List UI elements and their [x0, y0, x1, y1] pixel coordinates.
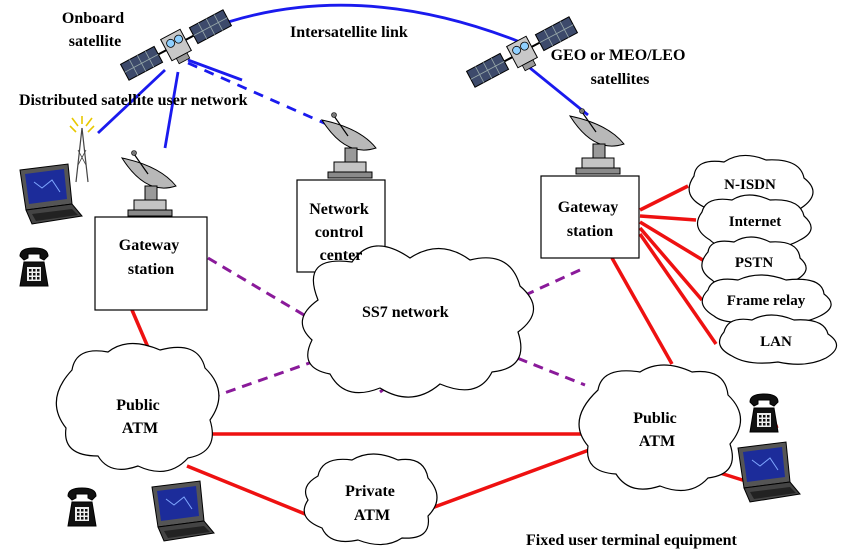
- telephone-icon-left-bottom: [67, 487, 97, 527]
- distributed-network-label: Distributed satellite user network: [19, 92, 248, 109]
- telephone-icon-left-top: [19, 247, 49, 287]
- network-control-center-label: Network control center: [309, 201, 373, 264]
- ncc-dish-icon: [321, 111, 377, 179]
- right-gateway-dish-icon: [569, 107, 625, 175]
- gateway-station-left-label: Gateway station: [119, 237, 183, 278]
- geo-meo-leo-label: GEO or MEO/LEO satellites: [551, 47, 690, 88]
- onboard-link-1: [97, 68, 166, 135]
- geo-satellite-downlink: [529, 66, 589, 117]
- left-gateway-box: [94, 216, 208, 311]
- onboard-to-ncc-link: [187, 61, 341, 132]
- intersatellite-link: [204, 3, 521, 44]
- laptop-icon-bottom-center: [151, 480, 215, 542]
- gateway-station-right-label: Gateway station: [558, 199, 622, 240]
- public-atm-left-label: Public ATM: [116, 397, 164, 437]
- ss7-network-label: SS7 network: [362, 304, 449, 321]
- pstn-label: PSTN: [735, 255, 774, 271]
- radio-antenna-icon: [69, 116, 95, 183]
- laptop-icon-right: [737, 441, 801, 503]
- public-atm-right-cloud: [578, 364, 742, 492]
- n-isdn-label: N-ISDN: [724, 177, 776, 193]
- ss7-cloud: [301, 245, 535, 398]
- telephone-icon-right: [749, 393, 779, 433]
- intersatellite-link-label: Intersatellite link: [290, 24, 408, 41]
- onboard-satellite-label: Onboard satellite: [62, 10, 128, 50]
- internet-label: Internet: [729, 214, 782, 230]
- public-atm-left-cloud: [55, 342, 220, 473]
- onboard-link-2: [163, 71, 180, 149]
- lan-label: LAN: [760, 334, 792, 350]
- left-gateway-dish-icon: [121, 149, 177, 217]
- access-network-clouds: [688, 154, 838, 365]
- right-gateway-box: [540, 175, 640, 259]
- public-atm-right-label: Public ATM: [633, 410, 681, 450]
- frame-relay-label: Frame relay: [727, 293, 806, 309]
- satellite-links: [97, 3, 589, 149]
- laptop-icon-left-top: [19, 163, 83, 225]
- private-atm-cloud: [303, 453, 438, 546]
- onboard-link-3: [187, 58, 243, 82]
- private-atm-label: Private ATM: [345, 483, 399, 524]
- fixed-user-terminal-label: Fixed user terminal equipment: [526, 532, 737, 549]
